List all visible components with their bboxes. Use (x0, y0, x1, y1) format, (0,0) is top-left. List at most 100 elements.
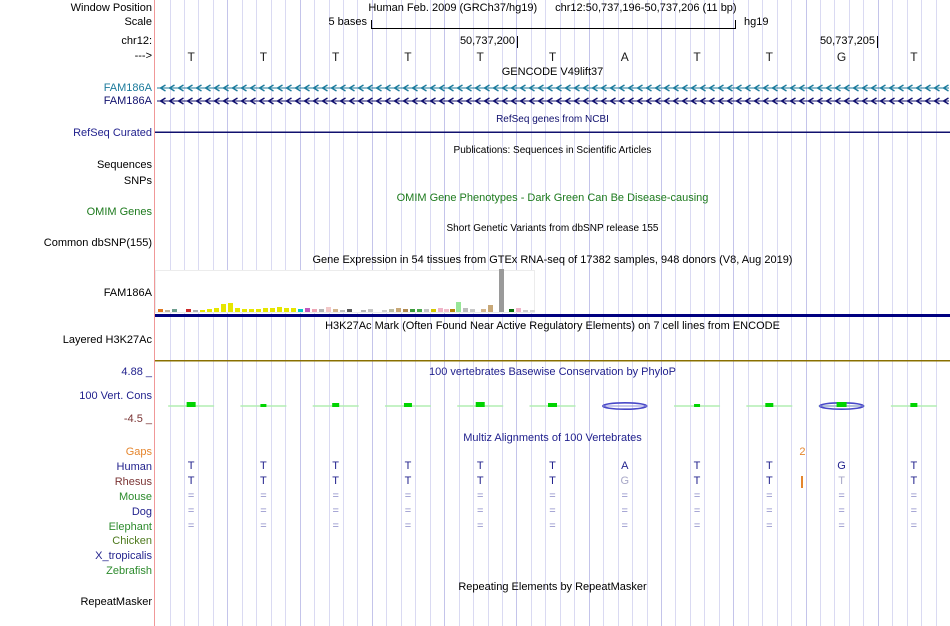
gtex-tissue-bar[interactable] (424, 309, 429, 312)
gtex-tissue-bar[interactable] (488, 305, 493, 312)
species-label-chicken[interactable]: Chicken (112, 535, 152, 547)
gtex-tissue-bar[interactable] (516, 308, 521, 312)
species-label-dog[interactable]: Dog (131, 506, 152, 518)
gtex-tissue-bar[interactable] (193, 310, 198, 312)
gtex-tissue-bar[interactable] (186, 309, 191, 312)
gridline (603, 0, 605, 626)
gap-count-label: 2 (799, 446, 806, 458)
gtex-tissue-bar[interactable] (340, 310, 345, 312)
gtex-tissue-bar[interactable] (361, 310, 366, 312)
dbsnp-track-title[interactable]: Short Genetic Variants from dbSNP releas… (446, 223, 659, 234)
gtex-tissue-bar[interactable] (305, 308, 310, 312)
gtex-tissue-bar[interactable] (263, 308, 268, 312)
gtex-tissue-bar[interactable] (403, 309, 408, 312)
gtex-tissue-bar[interactable] (450, 309, 455, 312)
gtex-tissue-bar[interactable] (368, 309, 373, 312)
gtex-tissue-bar[interactable] (312, 309, 317, 312)
gtex-tissue-bar[interactable] (431, 309, 436, 312)
strand-arrow-icon (681, 84, 688, 92)
strand-arrow-icon (393, 97, 400, 105)
gtex-tissue-bar[interactable] (444, 309, 449, 312)
gtex-tissue-bar[interactable] (481, 309, 486, 312)
gtex-tissue-bar[interactable] (165, 310, 170, 312)
gtex-tissue-bar[interactable] (221, 304, 226, 312)
alignment-base: T (476, 460, 484, 472)
snps-track-label[interactable]: SNPs (123, 175, 152, 187)
gtex-tissue-bar[interactable] (417, 309, 422, 312)
gencode-gene-label-1[interactable]: FAM186A (103, 82, 152, 94)
gtex-tissue-bar[interactable] (319, 309, 324, 312)
phylop-track-title[interactable]: 100 vertebrates Basewise Conservation by… (428, 366, 677, 378)
gtex-gene-label[interactable]: FAM186A (103, 287, 152, 299)
gtex-tissue-bar[interactable] (463, 308, 468, 312)
omim-track-title[interactable]: OMIM Gene Phenotypes - Dark Green Can Be… (396, 192, 709, 204)
gtex-tissue-bar[interactable] (438, 308, 443, 312)
gtex-tissue-bar[interactable] (410, 309, 415, 312)
strand-arrow-icon (402, 97, 409, 105)
gtex-tissue-bar[interactable] (242, 309, 247, 312)
sequences-track-label[interactable]: Sequences (96, 159, 152, 171)
publications-track-title[interactable]: Publications: Sequences in Scientific Ar… (453, 145, 652, 156)
gtex-tissue-bar[interactable] (389, 309, 394, 312)
gtex-tissue-bar[interactable] (396, 308, 401, 312)
gtex-tissue-bar[interactable] (214, 308, 219, 312)
repeatmasker-track-label[interactable]: RepeatMasker (80, 596, 152, 608)
gtex-tissue-bar[interactable] (158, 309, 163, 312)
omim-track-label[interactable]: OMIM Genes (86, 206, 152, 218)
strand-arrow-label[interactable]: ---> (134, 50, 152, 62)
position-range-title: chr12:50,737,196-50,737,206 (11 bp) (555, 2, 737, 14)
species-label-human[interactable]: Human (116, 461, 152, 473)
gtex-tissue-bar[interactable] (382, 310, 387, 312)
gtex-tissue-bar[interactable] (291, 308, 296, 312)
gtex-tissue-bar[interactable] (200, 310, 205, 312)
repeatmasker-track-title[interactable]: Repeating Elements by RepeatMasker (458, 581, 647, 593)
gtex-tissue-bar[interactable] (249, 309, 254, 312)
gtex-tissue-bar[interactable] (256, 309, 261, 312)
strand-arrow-icon (762, 97, 769, 105)
refseq-track-label[interactable]: RefSeq Curated (73, 127, 152, 139)
gtex-tissue-bar[interactable] (326, 307, 331, 312)
gtex-tissue-bar[interactable] (277, 307, 282, 312)
gencode-gene-label-2[interactable]: FAM186A (103, 95, 152, 107)
species-label-x_tropicalis[interactable]: X_tropicalis (95, 550, 152, 562)
gtex-tissue-bar[interactable] (270, 308, 275, 312)
gtex-tissue-bar[interactable] (235, 308, 240, 312)
gtex-tissue-bar[interactable] (228, 303, 233, 312)
gtex-tissue-bar[interactable] (523, 310, 528, 312)
gtex-track-title[interactable]: Gene Expression in 54 tissues from GTEx … (312, 254, 793, 266)
gtex-tissue-bar[interactable] (298, 309, 303, 312)
gridline (819, 0, 821, 626)
gtex-tissue-bar[interactable] (456, 302, 461, 312)
phylop-track-label[interactable]: 100 Vert. Cons (79, 390, 152, 402)
multiz-track-title[interactable]: Multiz Alignments of 100 Vertebrates (463, 432, 642, 444)
h3k27ac-track-title[interactable]: H3K27Ac Mark (Often Found Near Active Re… (325, 320, 780, 332)
gtex-tissue-bar[interactable] (470, 309, 475, 312)
strand-arrow-icon (321, 84, 328, 92)
gtex-expression-plot[interactable] (155, 269, 535, 313)
gridline (169, 0, 171, 626)
gtex-tissue-bar[interactable] (333, 309, 338, 312)
scale-bar-right-tick (735, 20, 736, 29)
strand-arrow-icon (213, 84, 220, 92)
gtex-tissue-bar[interactable] (347, 309, 352, 312)
gtex-tissue-bar[interactable] (499, 269, 504, 312)
species-label-zebrafish[interactable]: Zebrafish (106, 565, 152, 577)
alignment-match-mark: = (549, 490, 556, 502)
gtex-tissue-bar[interactable] (172, 309, 177, 312)
refseq-track-title[interactable]: RefSeq genes from NCBI (496, 114, 609, 125)
h3k27ac-track-label[interactable]: Layered H3K27Ac (62, 334, 152, 346)
gtex-tissue-bar[interactable] (509, 309, 514, 312)
species-label-gaps[interactable]: Gaps (125, 446, 152, 458)
gtex-tissue-bar[interactable] (207, 309, 212, 312)
dbsnp-track-label[interactable]: Common dbSNP(155) (43, 237, 152, 249)
gtex-tissue-bar[interactable] (530, 310, 535, 312)
species-label-mouse[interactable]: Mouse (118, 491, 152, 503)
gtex-tissue-bar[interactable] (284, 308, 289, 312)
alignment-match-mark: = (621, 490, 628, 502)
gencode-track-title[interactable]: GENCODE V49lift37 (501, 66, 604, 78)
species-label-elephant[interactable]: Elephant (108, 521, 152, 533)
species-label-rhesus[interactable]: Rhesus (114, 476, 152, 488)
strand-arrow-icon (546, 97, 553, 105)
conservation-positive-bar (548, 403, 557, 407)
strand-arrow-icon (618, 84, 625, 92)
